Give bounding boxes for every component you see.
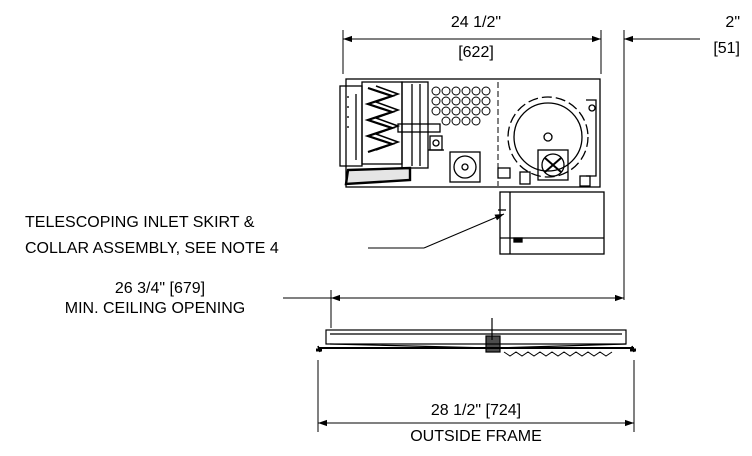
outside-frame-value: 28 1/2" [724] [430, 402, 522, 419]
top-width-metric: [622] [458, 44, 494, 61]
frame-section [397, 81, 444, 169]
callout-line-2: COLLAR ASSEMBLY, SEE NOTE 4 [25, 240, 279, 257]
outside-frame-label: OUTSIDE FRAME [410, 428, 542, 445]
coil-section [339, 81, 403, 167]
top-width-imperial: 24 1/2" [450, 14, 502, 31]
callout-line-1: TELESCOPING INLET SKIRT & [25, 214, 255, 231]
fan-coil-unit [339, 78, 605, 255]
side-offset-imperial: 2" [725, 14, 740, 31]
ceiling-opening-value: 26 3/4" [679] [114, 280, 206, 297]
side-offset-metric: [51] [713, 40, 740, 57]
dimension-lines [283, 30, 700, 432]
controls [449, 149, 591, 187]
blower-wheel [507, 96, 597, 178]
unit-housing [345, 78, 601, 188]
perforated-panel [431, 82, 499, 186]
grille-frame [316, 318, 636, 357]
ceiling-opening-label: MIN. CEILING OPENING [64, 300, 246, 317]
inlet-skirt [498, 191, 605, 255]
drain-pan [344, 166, 412, 186]
